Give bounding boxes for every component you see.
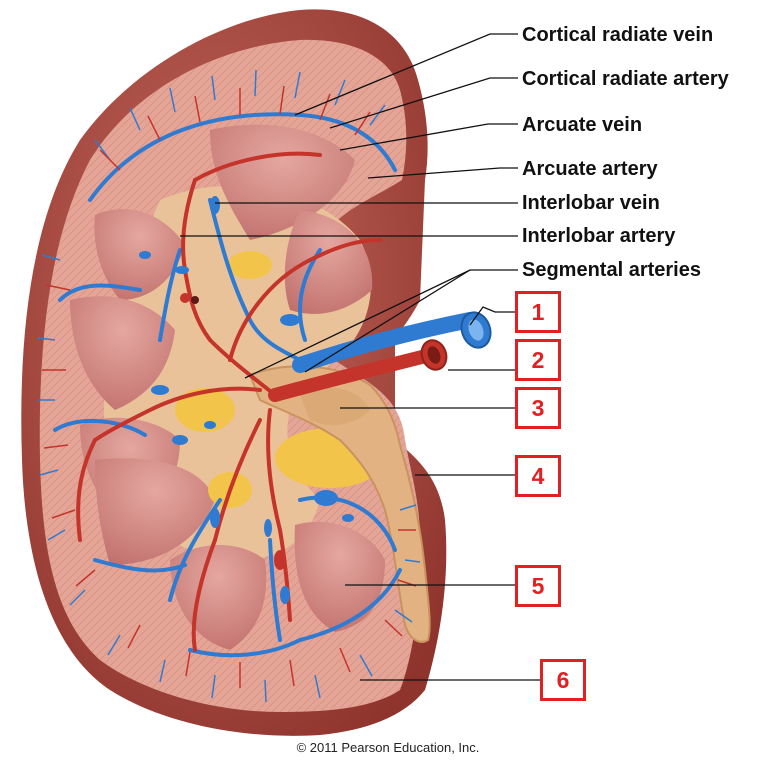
label-cortical-radiate-artery: Cortical radiate artery	[522, 68, 729, 90]
cortical-radiate-veins	[37, 69, 421, 703]
renal-pelvis	[248, 365, 431, 643]
label-arcuate-artery: Arcuate artery	[522, 158, 658, 180]
veins	[53, 112, 402, 658]
copyright-notice: © 2011 Pearson Education, Inc.	[296, 740, 480, 755]
label-interlobar-artery: Interlobar artery	[522, 225, 676, 247]
renal-vessels	[268, 311, 492, 402]
number-box-1: 1	[515, 291, 561, 333]
label-arcuate-vein: Arcuate vein	[522, 114, 643, 136]
number-box-5: 5	[515, 565, 561, 607]
label-cortical-radiate-vein: Cortical radiate vein	[522, 24, 714, 46]
number-box-6: 6	[540, 659, 586, 701]
number-box-4: 4	[515, 455, 561, 497]
label-segmental-arteries: Segmental arteries	[522, 259, 701, 281]
cortical-radiate-arteries	[42, 85, 417, 688]
number-box-2: 2	[515, 339, 561, 381]
number-box-3: 3	[515, 387, 561, 429]
label-interlobar-vein: Interlobar vein	[522, 192, 660, 214]
vessel-cross-sections	[139, 196, 354, 604]
leader-lines	[180, 33, 540, 681]
